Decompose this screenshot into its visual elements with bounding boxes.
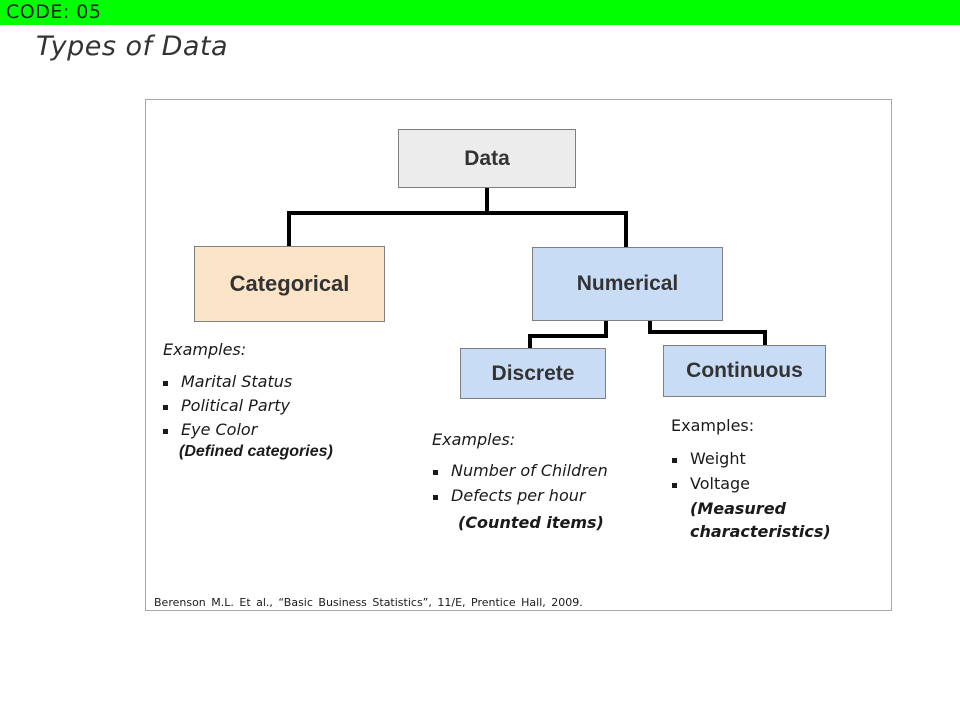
discrete-examples-list: Number of Children Defects per hour [432, 461, 608, 511]
list-item: Number of Children [432, 461, 608, 486]
node-numerical: Numerical [532, 247, 723, 321]
categorical-note: (Defined categories) [179, 443, 333, 460]
continuous-examples-list: Weight Voltage [671, 449, 750, 499]
list-item: Weight [671, 449, 750, 474]
discrete-examples-heading: Examples: [432, 430, 516, 449]
node-categorical: Categorical [194, 246, 385, 322]
citation: Berenson M.L. Et al., “Basic Business St… [154, 596, 583, 609]
code-bar: CODE: 05 [0, 0, 960, 25]
discrete-note: (Counted items) [458, 513, 604, 532]
list-item: Political Party [162, 396, 292, 420]
list-item: Marital Status [162, 372, 292, 396]
node-discrete: Discrete [460, 348, 606, 399]
node-continuous: Continuous [663, 345, 826, 397]
list-item: Voltage [671, 474, 750, 499]
categorical-examples-list: Marital Status Political Party Eye Color [162, 372, 292, 444]
slide-code: CODE: 05 [6, 1, 102, 23]
continuous-note: (Measured characteristics) [690, 499, 831, 541]
page-title: Types of Data [36, 31, 229, 62]
node-data: Data [398, 129, 576, 188]
list-item: Eye Color [162, 420, 292, 444]
continuous-examples-heading: Examples: [671, 416, 755, 435]
list-item: Defects per hour [432, 486, 608, 511]
categorical-examples-heading: Examples: [163, 340, 247, 359]
